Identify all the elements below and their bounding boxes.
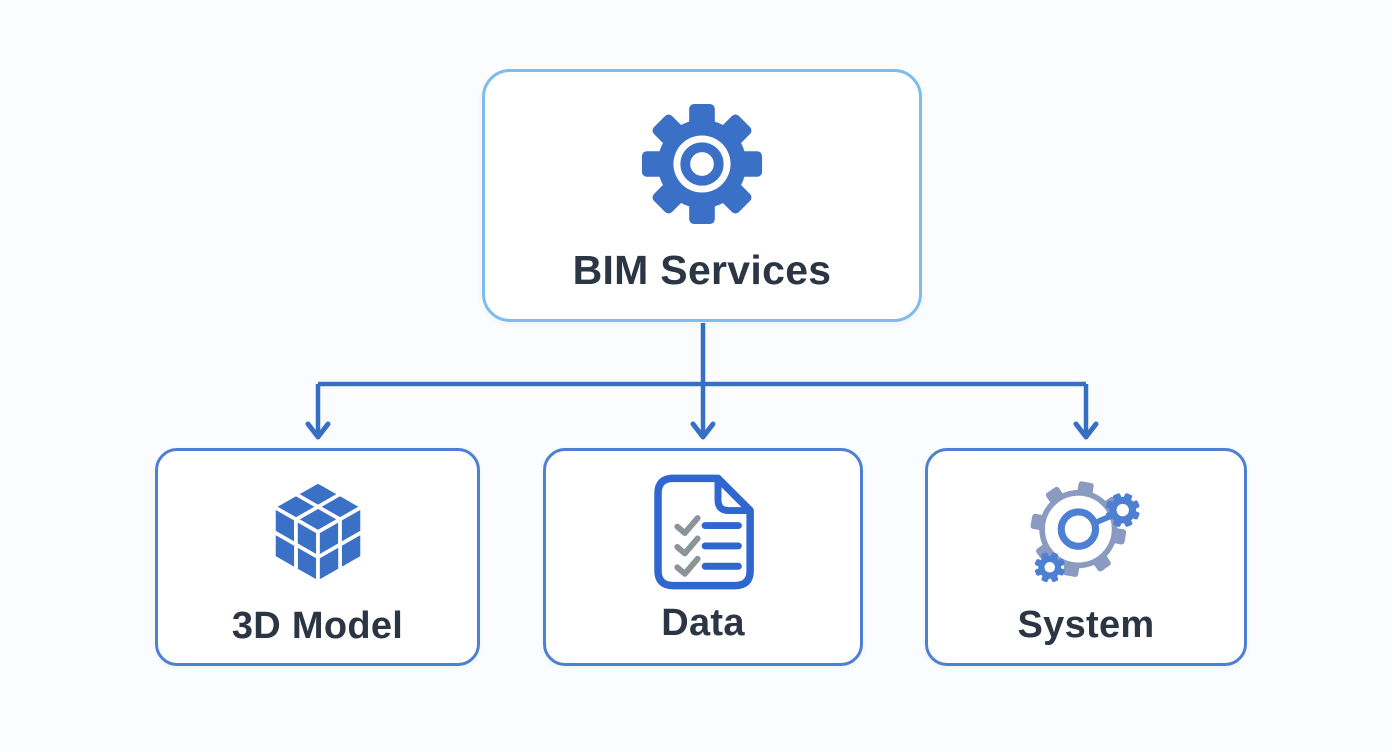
node-bim-services: BIM Services bbox=[482, 69, 922, 322]
node-label-data: Data bbox=[661, 602, 745, 644]
node-3d-model: 3D Model bbox=[155, 448, 480, 666]
node-system: System bbox=[925, 448, 1247, 666]
arrowhead-center bbox=[690, 421, 716, 440]
arrowhead-right bbox=[1073, 421, 1099, 440]
node-data: Data bbox=[543, 448, 863, 666]
gears-icon bbox=[1030, 481, 1140, 583]
node-label-3d-model: 3D Model bbox=[231, 605, 404, 647]
node-label-system: System bbox=[1017, 604, 1155, 646]
cube-icon bbox=[271, 479, 364, 585]
arrowhead-left bbox=[305, 421, 331, 440]
document-checklist-icon bbox=[654, 474, 754, 590]
node-label-bim-services: BIM Services bbox=[572, 247, 832, 293]
gear-icon bbox=[641, 103, 763, 225]
